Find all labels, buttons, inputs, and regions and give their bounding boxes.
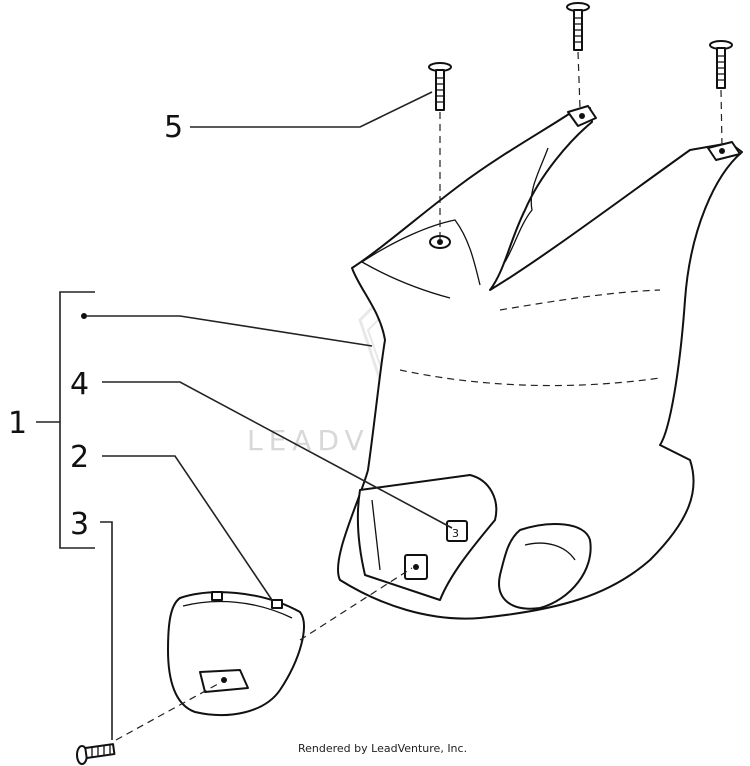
screw-5a — [428, 62, 452, 111]
leader-3 — [100, 521, 113, 740]
group-bracket — [59, 291, 95, 549]
leg-shield: 3 — [337, 105, 743, 620]
callout-4: 4 — [70, 367, 89, 402]
svg-text:3: 3 — [452, 527, 459, 540]
screw-5b — [566, 2, 590, 51]
callout-1: 1 — [8, 406, 27, 441]
leader-1 — [87, 315, 373, 347]
screw-axis-5c — [720, 89, 723, 147]
screw-axis-5b — [577, 51, 581, 109]
screw-3 — [76, 743, 116, 765]
cover-panel — [167, 591, 305, 716]
callout-5: 5 — [164, 110, 183, 145]
screw-axis-3 — [115, 683, 219, 741]
callout-3: 3 — [70, 507, 89, 542]
leader-4 — [102, 381, 453, 529]
cover-axis — [299, 567, 413, 641]
callout-2: 2 — [70, 440, 89, 475]
leader-2 — [102, 455, 273, 601]
leader-dot-1 — [81, 313, 87, 319]
leader-5 — [190, 91, 433, 128]
screw-5c — [709, 40, 733, 89]
credit-text: Rendered by LeadVenture, Inc. — [298, 742, 467, 755]
